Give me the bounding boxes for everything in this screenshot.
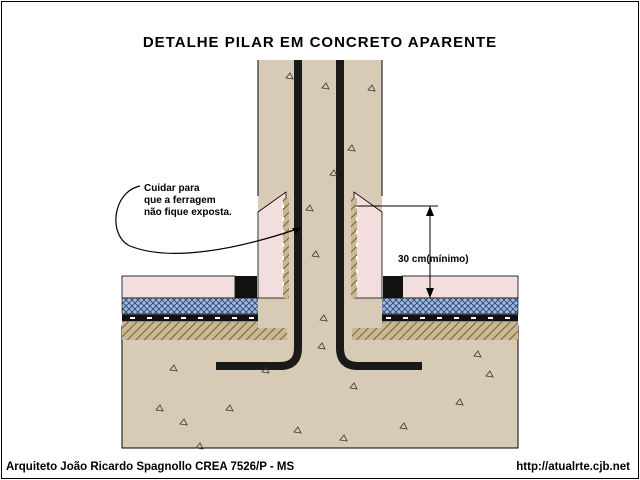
dimension-label: 30 cm(mínimo) — [398, 254, 469, 265]
drawing-title: DETALHE PILAR EM CONCRETO APARENTE — [142, 34, 498, 51]
rebar-right — [336, 60, 422, 370]
hatched-layer-left — [122, 322, 287, 340]
insulation-right — [369, 297, 519, 315]
socket-left — [235, 276, 257, 298]
note-leader — [115, 185, 301, 254]
insulation-left — [121, 297, 273, 315]
rebar-left — [216, 60, 302, 370]
note-line-3: não fique exposta. — [144, 207, 232, 218]
floor-finish-left — [121, 275, 236, 299]
note-line-2: que a ferragem — [144, 195, 216, 206]
socket-right — [383, 276, 403, 298]
floor-finish-right — [401, 275, 519, 299]
aggregate-marks — [155, 72, 494, 450]
hatched-layer-right — [352, 322, 518, 340]
note-line-1: Cuidar para — [144, 183, 200, 194]
author-credit: Arquiteto João Ricardo Spagnollo CREA 75… — [6, 461, 295, 473]
site-url[interactable]: http://atualrte.cjb.net — [516, 461, 630, 473]
foundation-slab — [121, 325, 519, 449]
